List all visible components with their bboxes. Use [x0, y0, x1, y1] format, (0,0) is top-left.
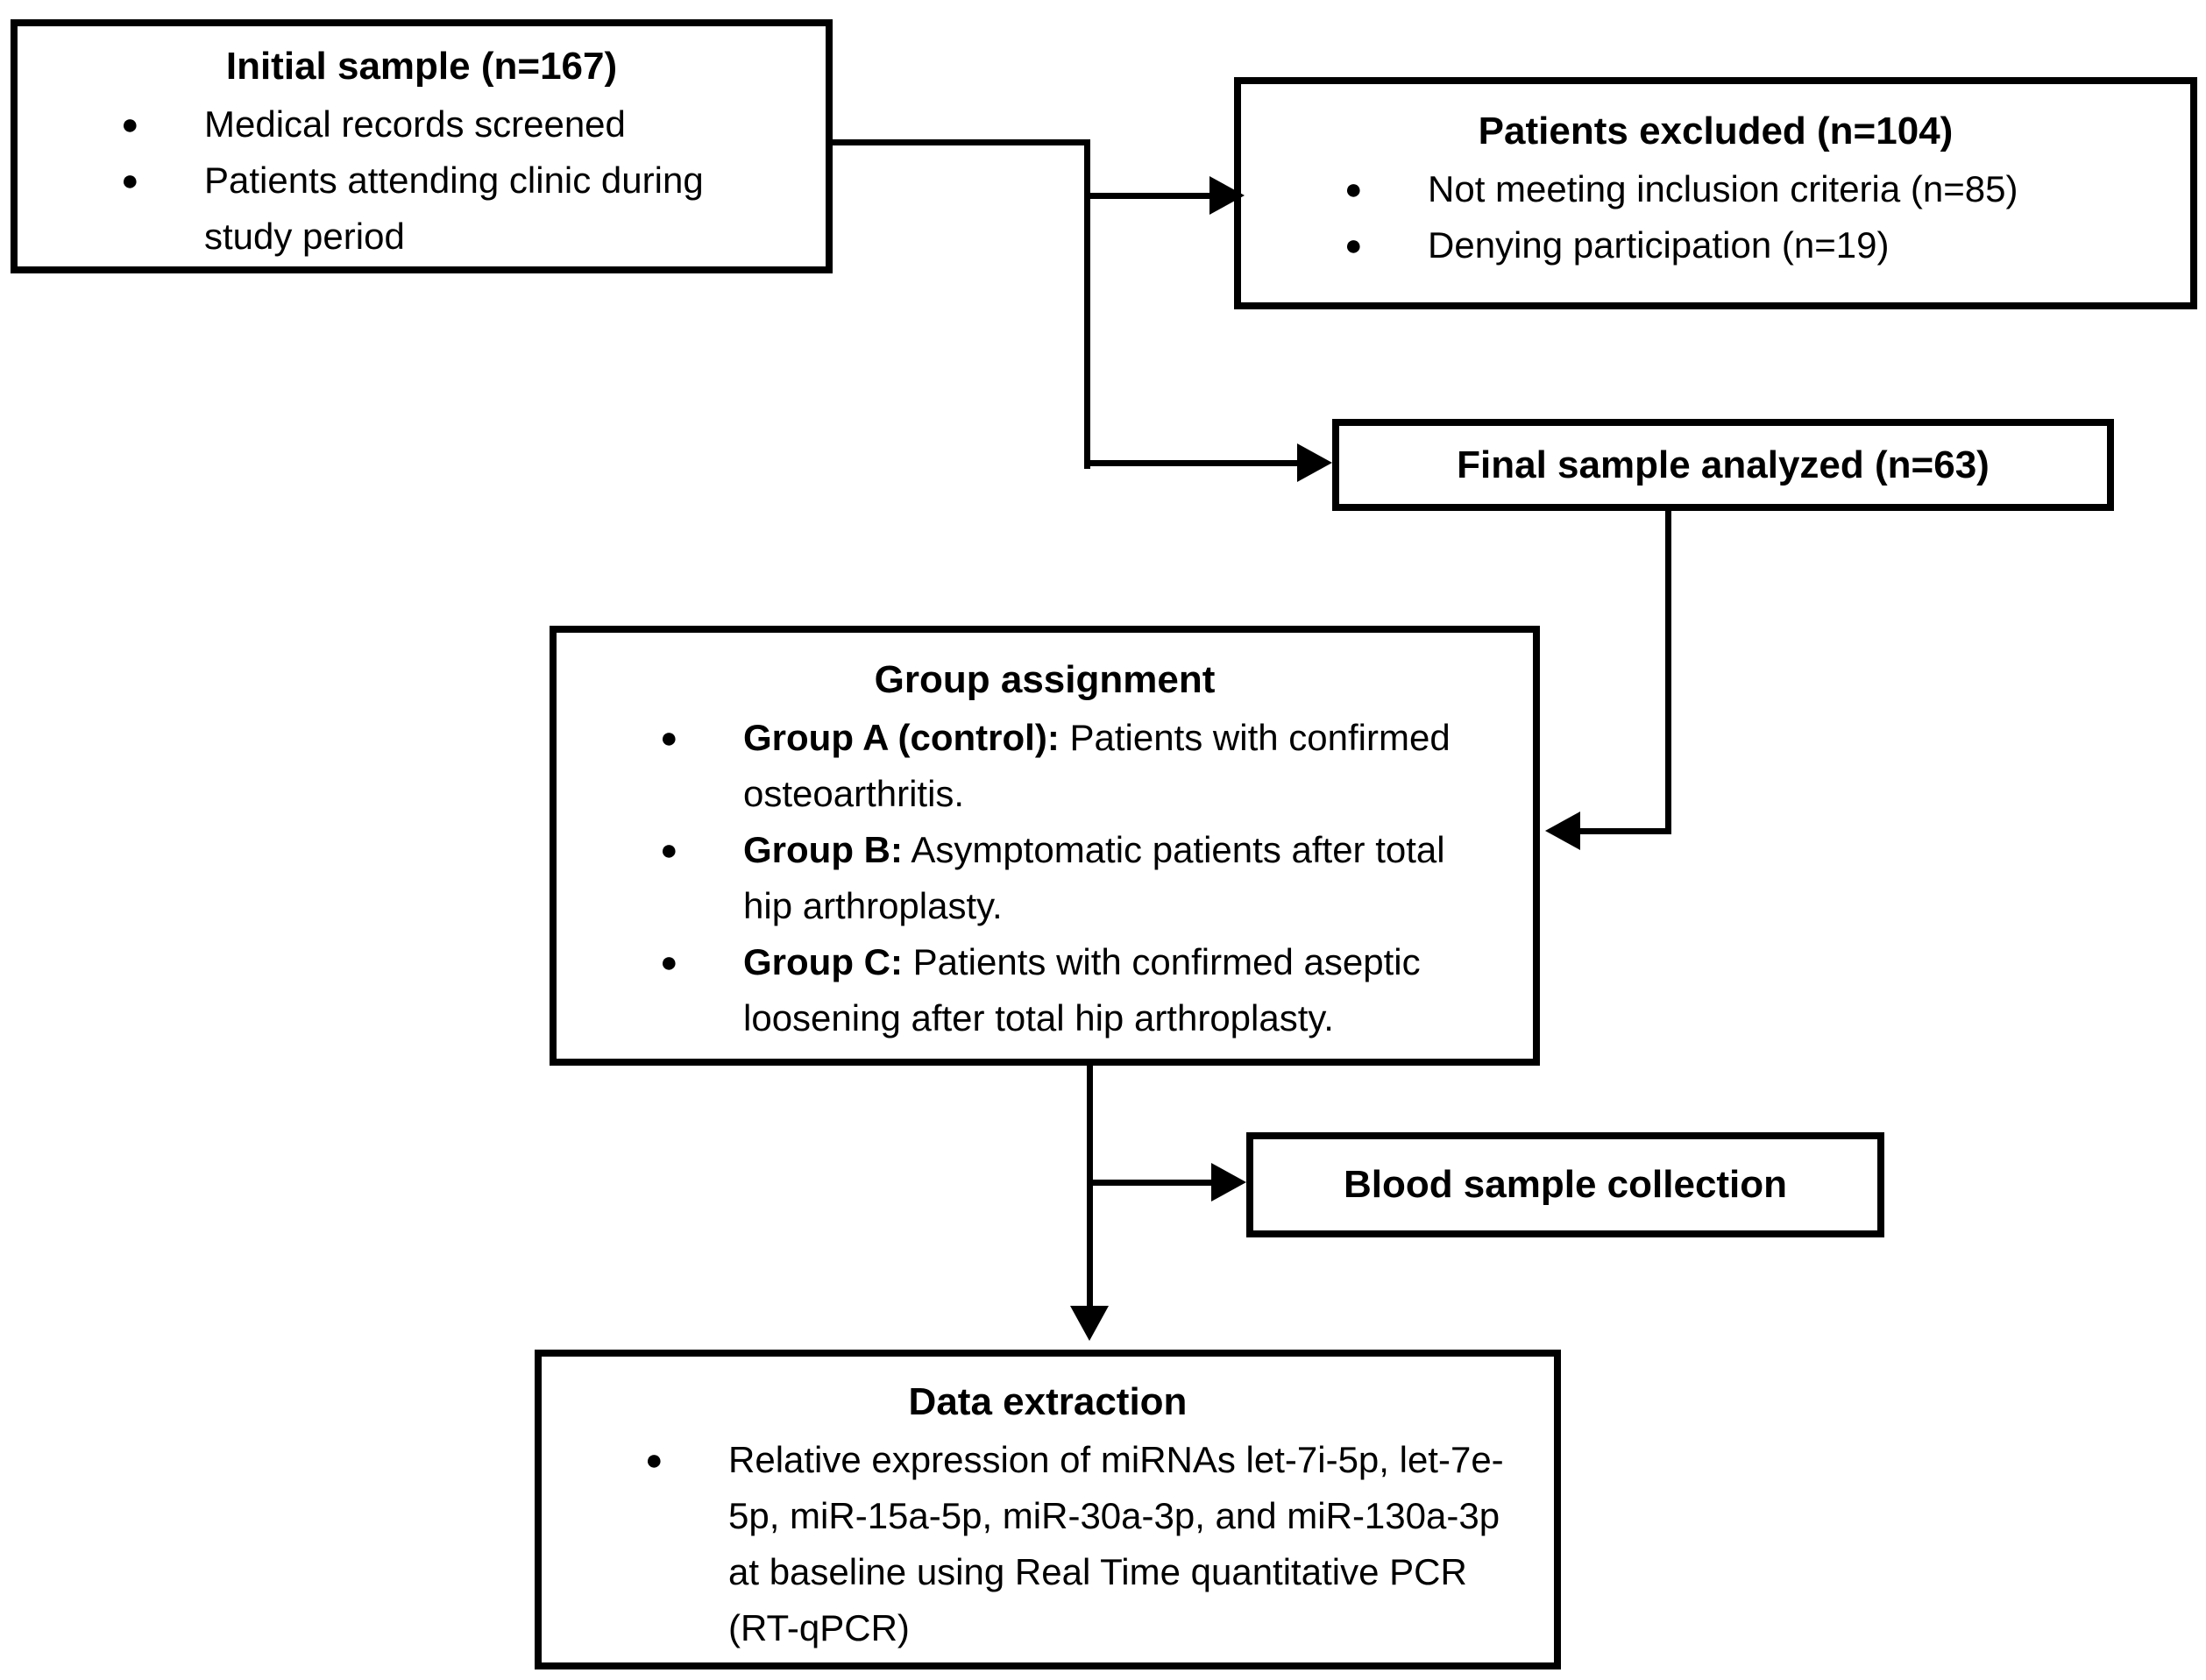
bullet-dot-icon: ●	[660, 721, 678, 755]
list-item: ● Group A (control): Patients with confi…	[557, 710, 1533, 822]
list-item-text: Group A (control): Patients with confirm…	[743, 710, 1533, 822]
bullet-dot-icon: ●	[660, 946, 678, 979]
list-item-text: Medical records screened	[204, 96, 826, 152]
initial-sample-title: Initial sample (n=167)	[225, 45, 618, 88]
connector-final-down	[1665, 511, 1671, 834]
list-item: ● Patients attending clinic during study…	[18, 152, 826, 265]
list-item-body: Denying participation (n=19)	[1428, 224, 1890, 266]
list-item-strong: Group A (control):	[743, 717, 1060, 758]
list-item: ● Group B: Asymptomatic patients after t…	[557, 822, 1533, 934]
list-item-strong: Group C:	[743, 941, 903, 982]
initial-sample-bullets: ● Medical records screened ● Patients at…	[18, 96, 826, 265]
list-item-text: Not meeting inclusion criteria (n=85)	[1428, 161, 2190, 217]
arrowhead-down-data-icon	[1070, 1306, 1109, 1341]
bullet-dot-icon: ●	[121, 108, 139, 141]
list-item-text: Denying participation (n=19)	[1428, 217, 2190, 273]
group-assignment-bullets: ● Group A (control): Patients with confi…	[557, 710, 1533, 1046]
data-extraction-title: Data extraction	[908, 1380, 1188, 1423]
list-item-body: Not meeting inclusion criteria (n=85)	[1428, 168, 2018, 209]
arrowhead-right-blood-icon	[1211, 1163, 1246, 1202]
arrowhead-right-excluded-icon	[1209, 176, 1245, 215]
list-item-body: Asymptomatic patients after total hip ar…	[743, 829, 1445, 926]
list-item-text: Relative expression of miRNAs let-7i-5p,…	[728, 1432, 1554, 1656]
connector-to-blood	[1093, 1180, 1213, 1186]
bullet-dot-icon: ●	[1344, 229, 1363, 262]
data-extraction-box: Data extraction ● Relative expression of…	[535, 1350, 1561, 1669]
list-item: ● Group C: Patients with confirmed asept…	[557, 934, 1533, 1046]
connector-to-final	[1090, 460, 1299, 466]
arrowhead-left-group-icon	[1545, 812, 1580, 850]
connector-initial-to-elbow	[826, 139, 1090, 145]
list-item-body: Medical records screened	[204, 103, 626, 145]
patients-excluded-title: Patients excluded (n=104)	[1478, 110, 1954, 152]
patients-excluded-bullets: ● Not meeting inclusion criteria (n=85) …	[1241, 161, 2190, 273]
bullet-dot-icon: ●	[660, 833, 678, 867]
list-item-text: Patients attending clinic during study p…	[204, 152, 826, 265]
initial-sample-box: Initial sample (n=167) ● Medical records…	[11, 19, 833, 273]
list-item: ● Medical records screened	[18, 96, 826, 152]
connector-to-excluded	[1090, 193, 1211, 199]
group-assignment-box: Group assignment ● Group A (control): Pa…	[550, 626, 1540, 1066]
data-extraction-bullets: ● Relative expression of miRNAs let-7i-5…	[542, 1432, 1554, 1656]
list-item: ● Relative expression of miRNAs let-7i-5…	[542, 1432, 1554, 1656]
list-item-body: Relative expression of miRNAs let-7i-5p,…	[728, 1439, 1504, 1648]
connector-elbow-vertical	[1084, 139, 1090, 469]
list-item-text: Group C: Patients with confirmed aseptic…	[743, 934, 1533, 1046]
blood-sample-title: Blood sample collection	[1343, 1163, 1788, 1206]
final-sample-title: Final sample analyzed (n=63)	[1457, 443, 1990, 486]
list-item-text: Group B: Asymptomatic patients after tot…	[743, 822, 1533, 934]
bullet-dot-icon: ●	[1344, 173, 1363, 206]
arrowhead-right-final-icon	[1297, 443, 1332, 482]
list-item-body: Patients attending clinic during study p…	[204, 159, 704, 257]
connector-final-left	[1578, 828, 1671, 834]
blood-sample-box: Blood sample collection	[1246, 1132, 1884, 1237]
connector-group-down	[1087, 1066, 1093, 1320]
list-item: ● Denying participation (n=19)	[1241, 217, 2190, 273]
bullet-dot-icon: ●	[121, 164, 139, 197]
final-sample-box: Final sample analyzed (n=63)	[1332, 419, 2114, 511]
list-item-body: Patients with confirmed osteoarthritis.	[743, 717, 1451, 814]
list-item-strong: Group B:	[743, 829, 903, 870]
patients-excluded-box: Patients excluded (n=104) ● Not meeting …	[1234, 77, 2197, 309]
group-assignment-title: Group assignment	[874, 658, 1216, 701]
bullet-dot-icon: ●	[645, 1443, 663, 1477]
list-item: ● Not meeting inclusion criteria (n=85)	[1241, 161, 2190, 217]
list-item-body: Patients with confirmed aseptic loosenin…	[743, 941, 1421, 1038]
